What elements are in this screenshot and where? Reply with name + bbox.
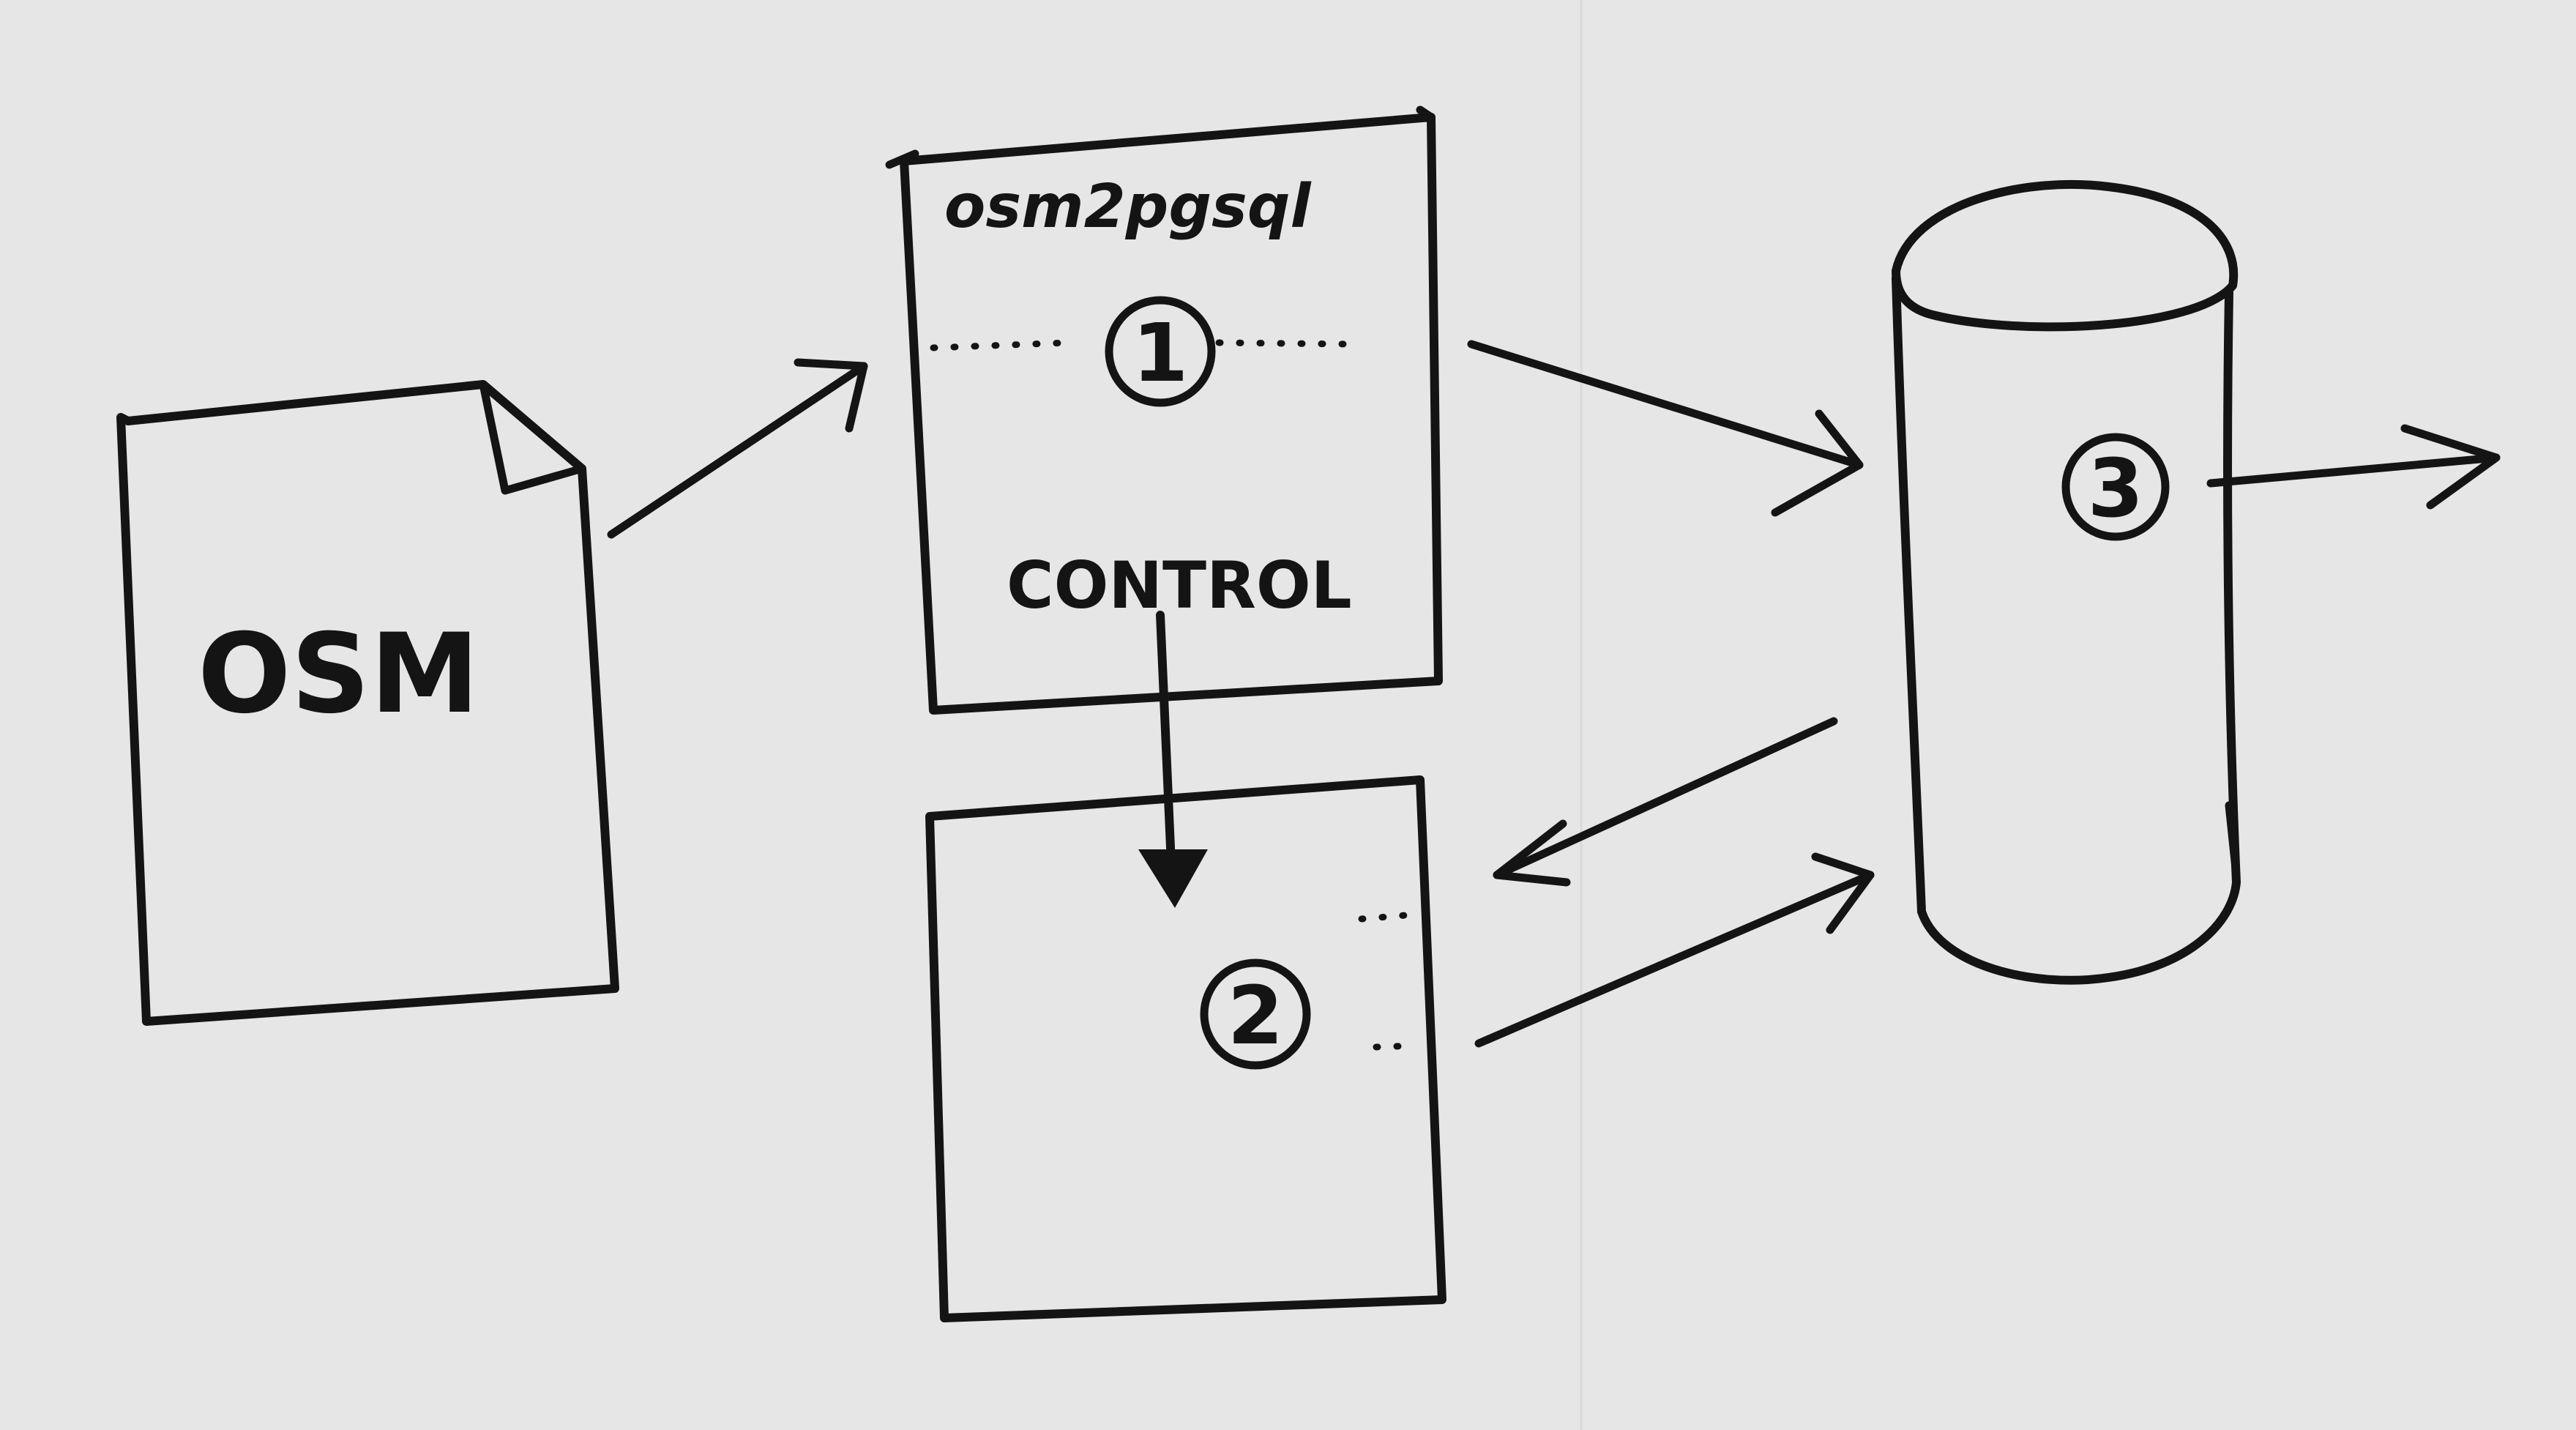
step-marker-3-label: 3 (2088, 442, 2144, 535)
arrow-processing-to-database (1474, 852, 1875, 1048)
step-marker-1-circle (1105, 296, 1216, 407)
osm-file-shape: OSM (116, 380, 619, 1026)
step-marker-1-label: 1 (1132, 306, 1189, 400)
converter-title: osm2pgsql (944, 172, 1313, 242)
control-label: CONTROL (1007, 548, 1352, 623)
dots-upper (1358, 912, 1409, 923)
converter-box: osm2pgsql 1 CONTROL (885, 105, 1443, 715)
step-marker-2-circle (1200, 958, 1311, 1070)
control-arrow (1138, 611, 1208, 908)
arrow-database-to-processing (1493, 717, 1838, 887)
step-marker-3-circle (2061, 433, 2170, 541)
control-arrowhead (1138, 849, 1208, 908)
dotted-line-left (930, 339, 1072, 351)
processing-box: 2 (925, 775, 1446, 1322)
arrow-database-output (2206, 424, 2501, 510)
database-cylinder-icon: 3 (1892, 179, 2241, 985)
dotted-line-right (1215, 339, 1354, 348)
step-marker-2-label: 2 (1228, 969, 1284, 1062)
dots-lower (1373, 1042, 1420, 1051)
arrow-file-to-converter (607, 358, 868, 539)
osm-file-label: OSM (198, 611, 479, 738)
arrow-converter-to-database (1467, 340, 1864, 517)
